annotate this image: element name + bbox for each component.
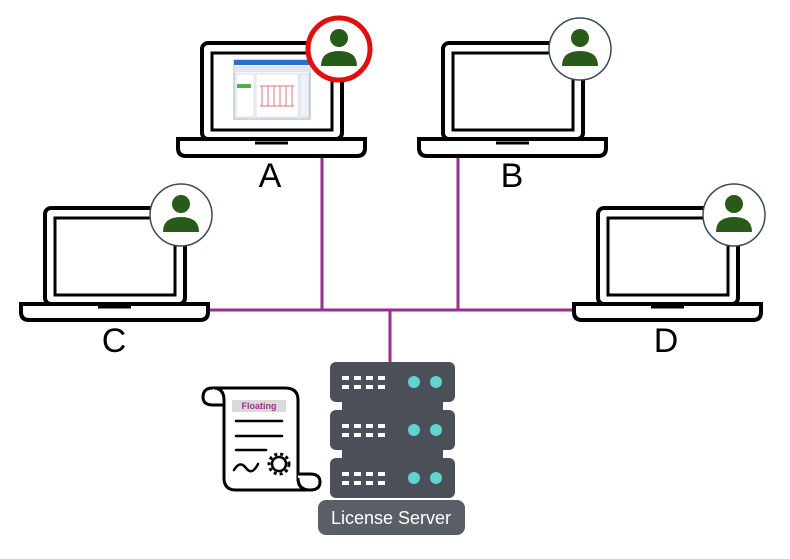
user-badge-active — [305, 15, 373, 83]
laptop-icon — [19, 206, 210, 322]
laptop-a-label: A — [259, 157, 282, 195]
user-badge — [702, 183, 766, 247]
user-icon — [716, 195, 752, 232]
laptop-a[interactable]: A — [176, 15, 373, 195]
certificate-scroll-icon: Floating — [201, 386, 322, 492]
laptop-b[interactable]: B — [417, 17, 612, 195]
laptop-c[interactable]: C — [19, 183, 213, 360]
laptop-d-label: D — [654, 322, 679, 360]
network-lines — [205, 156, 575, 362]
laptop-icon — [572, 206, 763, 322]
license-server-label-box: License Server — [318, 500, 465, 535]
server-rack-icon — [330, 362, 455, 498]
license-server-label: License Server — [331, 508, 451, 528]
user-icon — [321, 29, 357, 66]
license-tag: Floating — [242, 401, 277, 411]
seal-gear-icon — [267, 452, 291, 476]
user-badge — [149, 183, 213, 247]
laptop-icon — [417, 41, 608, 158]
laptop-d[interactable]: D — [572, 183, 766, 360]
user-badge — [548, 17, 612, 81]
user-icon — [163, 195, 199, 232]
app-window-screenshot — [233, 59, 311, 120]
user-icon — [562, 29, 598, 66]
laptop-b-label: B — [501, 157, 524, 195]
laptop-c-label: C — [102, 322, 127, 360]
